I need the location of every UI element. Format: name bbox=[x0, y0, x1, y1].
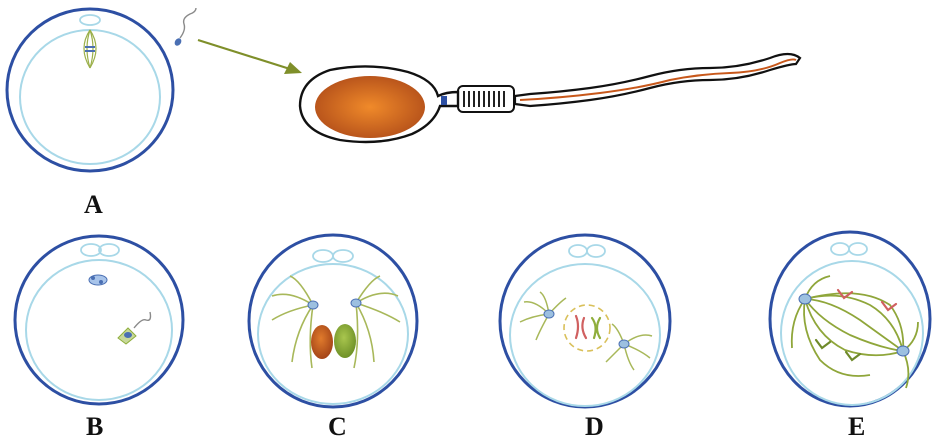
panel-c-egg bbox=[249, 235, 417, 407]
panel-label-b: B bbox=[86, 414, 103, 440]
panel-b-egg bbox=[15, 236, 183, 404]
zona-pellucida bbox=[500, 235, 670, 407]
centrosome bbox=[799, 294, 811, 304]
panel-d-egg bbox=[500, 235, 670, 407]
panel-label-d: D bbox=[585, 414, 604, 440]
sperm-nucleus bbox=[315, 76, 425, 138]
female-pronucleus bbox=[334, 324, 356, 358]
panel-e-egg bbox=[770, 232, 930, 406]
sperm-centriole bbox=[441, 96, 447, 105]
male-pronucleus bbox=[311, 325, 333, 359]
sperm-midpiece bbox=[458, 86, 514, 112]
panel-label-c: C bbox=[328, 414, 347, 440]
zona-pellucida bbox=[15, 236, 183, 404]
panel-label-a: A bbox=[84, 192, 103, 218]
small-sperm-icon bbox=[173, 8, 196, 47]
centrosome bbox=[351, 299, 361, 307]
zoom-arrow bbox=[198, 40, 302, 74]
egg-chromatin bbox=[89, 275, 107, 285]
centrosome bbox=[897, 346, 909, 356]
sperm-enlarged bbox=[300, 54, 800, 142]
panel-a-egg bbox=[7, 8, 196, 171]
centrosome bbox=[544, 310, 554, 318]
zona-pellucida bbox=[7, 9, 173, 171]
panel-label-e: E bbox=[848, 414, 865, 440]
centrosome bbox=[619, 340, 629, 348]
centrosome bbox=[308, 301, 318, 309]
zona-pellucida bbox=[249, 235, 417, 407]
mitochondrial-sheath bbox=[464, 91, 504, 107]
